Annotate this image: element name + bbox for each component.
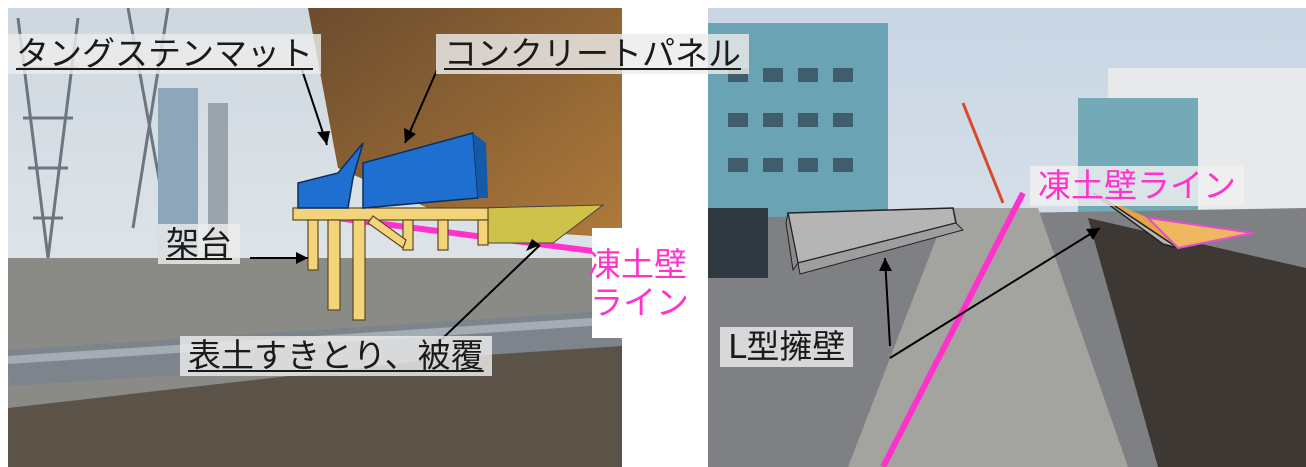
leader-l-wall-left	[884, 257, 891, 347]
label-tungsten-mat: タングステンマット	[8, 34, 321, 74]
frozen-label-backdrop	[592, 228, 622, 338]
leader-arrowheads	[296, 128, 1100, 271]
left-site-photo	[8, 8, 622, 467]
right-site-photo	[708, 8, 1306, 467]
windows	[728, 68, 853, 172]
l-wall-right-outline	[1145, 216, 1254, 250]
stack	[208, 103, 228, 253]
stand-structure	[292, 207, 489, 321]
l-wall-left-side	[785, 212, 799, 272]
leader-l-wall-right	[889, 227, 1101, 359]
crane	[961, 102, 1005, 204]
equipment-box	[708, 208, 768, 278]
label-concrete-panel: コンクリートパネル	[436, 34, 749, 74]
label-stand: 架台	[158, 224, 240, 264]
label-frozen-wall-left-line2: ライン	[590, 283, 689, 322]
label-topsoil: 表土すきとり、被覆	[180, 336, 492, 376]
label-l-wall: L型擁壁	[720, 327, 854, 367]
right-photo-illustration	[708, 8, 1306, 467]
leader-concrete-panel	[404, 69, 438, 144]
cable-bundle	[1088, 218, 1306, 467]
frozen-wall-line-right	[880, 191, 1026, 467]
left-photo-illustration	[8, 8, 622, 467]
l-wall-left-base	[797, 222, 964, 275]
concrete-panel-side	[473, 133, 488, 198]
label-frozen-wall-right: 凍土壁ライン	[1030, 166, 1244, 206]
tungsten-mat-shape	[297, 142, 364, 209]
label-frozen-wall-left-line1: 凍土壁	[588, 245, 687, 284]
